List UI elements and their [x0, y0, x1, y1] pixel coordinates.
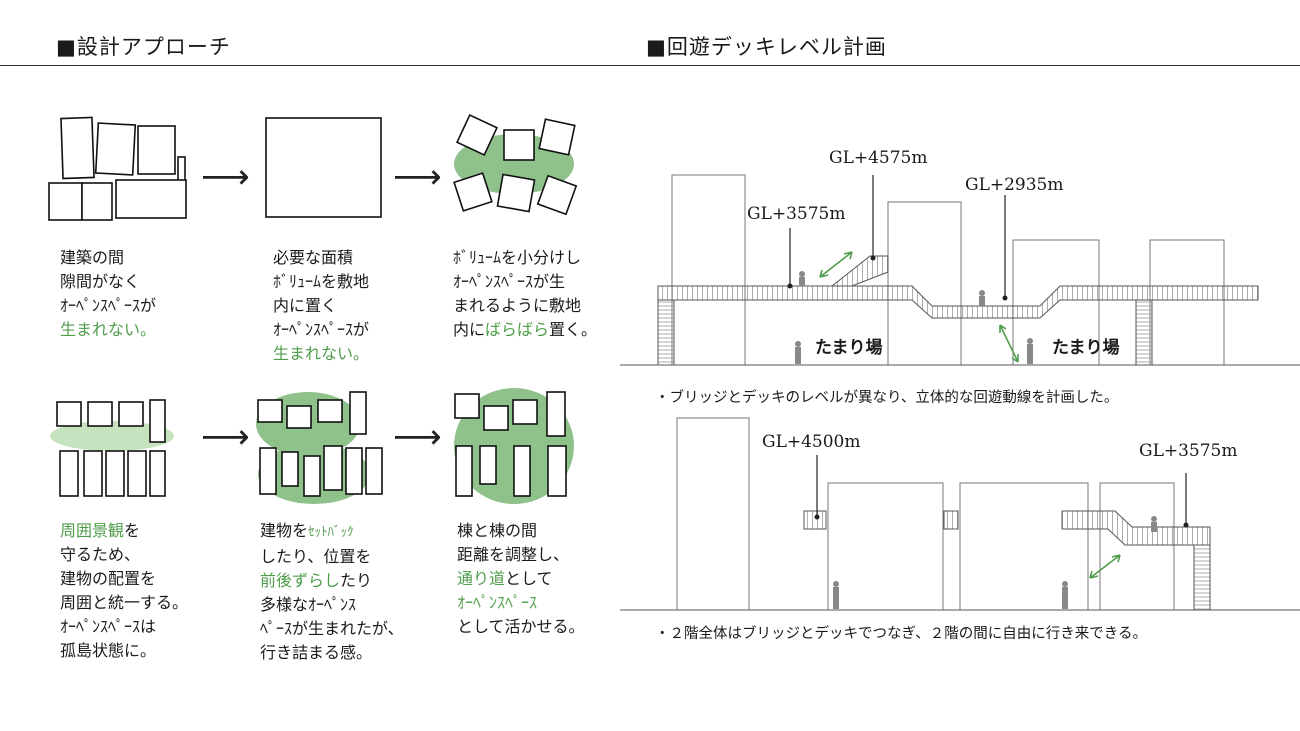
arrow-1: ⟶ — [201, 157, 250, 197]
step4-line: 孤島状態に。 — [60, 641, 157, 660]
step6-fragment-green: 通り道 — [457, 569, 506, 588]
step5-line: 前後ずらしたり — [260, 569, 404, 593]
step3-text: ﾎﾞﾘｭｰﾑを小分けし ｵｰﾍﾟﾝｽﾍﾟｰｽが生 まれるように敷地 内にばらばら… — [453, 246, 597, 342]
step2-line: ﾎﾞﾘｭｰﾑを敷地 — [273, 272, 370, 291]
step2-line-green: 生まれない。 — [273, 344, 370, 363]
step4-line: 守るため、 — [60, 545, 141, 564]
lower-caption: ・２階全体はブリッジとデッキでつなぎ、２階の間に自由に行き来できる。 — [655, 626, 1147, 642]
step4-fragment-green: 周囲景観 — [60, 521, 125, 540]
diagram-step3 — [453, 114, 578, 216]
step4-line: 周囲と統一する。 — [60, 593, 189, 612]
step1-line: 隙間がなく — [60, 272, 141, 291]
step5-fragment-green: 前後ずらし — [260, 571, 341, 590]
step5-line: したり、位置を — [260, 547, 372, 566]
step5-fragment: たり — [340, 571, 373, 590]
upper-gl-3575: GL+3575m — [747, 204, 846, 224]
diagram-step2 — [265, 117, 382, 218]
diagram-step5 — [256, 391, 383, 504]
deck-level-title: ■回遊デッキレベル計画 — [646, 35, 887, 59]
gathering-space-label-2: たまり場 — [1052, 338, 1120, 358]
gathering-space-label-1: たまり場 — [815, 338, 883, 358]
step5-text: 建物をｾｯﾄﾊﾞｯｸ したり、位置を 前後ずらしたり 多様なｵｰﾍﾟﾝｽ ﾍﾟｰ… — [260, 519, 404, 665]
step1-line: ｵｰﾍﾟﾝｽﾍﾟｰｽが — [60, 296, 157, 315]
step1-text: 建築の間 隙間がなく ｵｰﾍﾟﾝｽﾍﾟｰｽが 生まれない。 — [60, 246, 156, 342]
upper-gl-2935: GL+2935m — [965, 175, 1064, 195]
lower-gl-4500: GL+4500m — [762, 432, 861, 452]
step6-line: 通り道として — [457, 567, 585, 591]
step3-line: 内にばらばら置く。 — [453, 318, 597, 342]
step2-text: 必要な面積 ﾎﾞﾘｭｰﾑを敷地 内に置く ｵｰﾍﾟﾝｽﾍﾟｰｽが 生まれない。 — [273, 246, 369, 366]
step1-line-green: 生まれない。 — [60, 320, 157, 339]
step5-fragment: 建物を — [260, 521, 309, 540]
step2-line: 内に置く — [273, 296, 338, 315]
step3-fragment: 内に — [453, 320, 486, 339]
lower-section-drawing — [620, 417, 1300, 611]
upper-caption: ・ブリッジとデッキのレベルが異なり、立体的な回遊動線を計画した。 — [655, 390, 1119, 406]
header-rule — [0, 65, 1300, 66]
step5-fragment-green: ｾｯﾄﾊﾞｯｸ — [308, 525, 354, 540]
step4-line: 周囲景観を — [60, 519, 188, 543]
lower-gl-3575: GL+3575m — [1139, 441, 1238, 461]
step6-line: 棟と棟の間 — [457, 521, 538, 540]
step4-fragment: を — [124, 521, 141, 540]
step1-line: 建築の間 — [60, 248, 125, 267]
step3-line: ｵｰﾍﾟﾝｽﾍﾟｰｽが生 — [453, 272, 566, 291]
diagram-step1 — [48, 116, 187, 221]
diagram-step6 — [454, 388, 574, 504]
step5-line: 建物をｾｯﾄﾊﾞｯｸ — [260, 519, 404, 545]
step2-line: 必要な面積 — [273, 248, 354, 267]
arrow-3: ⟶ — [201, 417, 250, 457]
step5-line: ﾍﾟｰｽが生まれたが、 — [260, 619, 404, 638]
step6-line-green: ｵｰﾍﾟﾝｽﾍﾟｰｽ — [457, 593, 538, 612]
step6-line: 距離を調整し、 — [457, 545, 570, 564]
step6-text: 棟と棟の間 距離を調整し、 通り道として ｵｰﾍﾟﾝｽﾍﾟｰｽ として活かせる。 — [457, 519, 585, 639]
upper-section-drawing — [620, 174, 1300, 366]
approach-title: ■設計アプローチ — [56, 35, 231, 59]
step5-line: 多様なｵｰﾍﾟﾝｽ — [260, 595, 357, 614]
step4-line: 建物の配置を — [60, 569, 157, 588]
step4-line: ｵｰﾍﾟﾝｽﾍﾟｰｽは — [60, 617, 157, 636]
step4-text: 周囲景観を 守るため、 建物の配置を 周囲と統一する。 ｵｰﾍﾟﾝｽﾍﾟｰｽは … — [60, 519, 188, 663]
arrow-2: ⟶ — [393, 157, 442, 197]
diagram-step4 — [50, 399, 174, 497]
upper-gl-4575: GL+4575m — [829, 148, 928, 168]
arrow-4: ⟶ — [393, 417, 442, 457]
step3-line: ﾎﾞﾘｭｰﾑを小分けし — [453, 248, 582, 267]
step3-line: まれるように敷地 — [453, 296, 582, 315]
step3-fragment-green: ばらばら — [485, 320, 550, 339]
step5-line: 行き詰まる感。 — [260, 643, 373, 662]
step6-fragment: として — [505, 569, 553, 588]
step2-line: ｵｰﾍﾟﾝｽﾍﾟｰｽが — [273, 320, 370, 339]
step6-line: として活かせる。 — [457, 617, 585, 636]
step3-fragment: 置く。 — [549, 320, 598, 339]
